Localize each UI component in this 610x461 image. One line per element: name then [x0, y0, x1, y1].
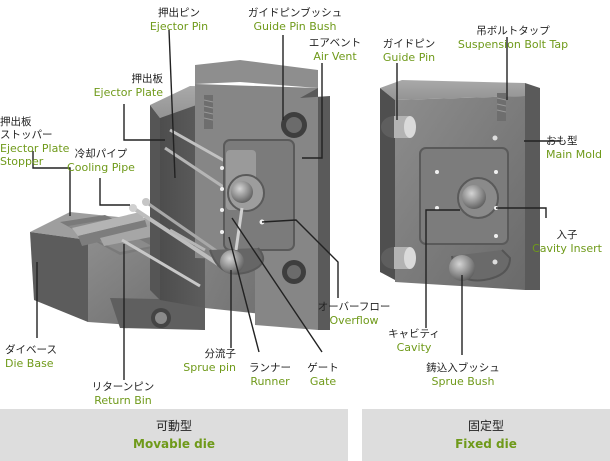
- gate-shape: [220, 166, 265, 234]
- label-cooling-pipe: 冷却パイプ Cooling Pipe: [62, 148, 140, 174]
- label-en: Suspension Bolt Tap: [457, 38, 569, 51]
- label-ejector-plate-stopper: 押出板 ストッパー Ejector Plate Stopper: [0, 116, 76, 168]
- label-sprue-pin: 分流子 Sprue pin: [160, 348, 236, 374]
- label-en: Ejector Pin: [149, 20, 209, 33]
- label-en: Main Mold: [546, 148, 603, 161]
- label-main-mold: おも型 Main Mold: [546, 135, 610, 161]
- label-jp: ガイドピン: [382, 38, 436, 50]
- label-sprue-bush: 鋳込入ブッシュ Sprue Bush: [418, 362, 508, 388]
- label-en: Return Bin: [94, 394, 152, 407]
- label-en: Cooling Pipe: [67, 161, 135, 174]
- label-en: Gate: [309, 375, 337, 388]
- caption-jp: 固定型: [467, 419, 504, 433]
- label-en: Guide Pin: [382, 51, 436, 64]
- label-en: Stopper: [0, 155, 44, 168]
- label-jp: ランナー: [249, 362, 291, 374]
- label-jp: ガイドピンブッシュ: [247, 7, 343, 19]
- label-ejector-plate: 押出板 Ejector Plate: [70, 73, 163, 99]
- label-jp: リターンピン: [91, 381, 155, 393]
- label-air-vent: エアベント Air Vent: [302, 37, 368, 63]
- label-jp: 押出ピン: [158, 7, 200, 19]
- label-jp: エアベント: [308, 37, 362, 49]
- label-jp: 入子: [556, 229, 578, 241]
- label-die-base: ダイベース Die Base: [5, 344, 75, 370]
- label-jp: 押出板: [0, 116, 32, 128]
- caption-fixed-die: 固定型 Fixed die: [362, 409, 610, 461]
- label-jp: 押出板: [131, 73, 164, 85]
- label-ejector-pin: 押出ピン Ejector Pin: [133, 7, 225, 33]
- label-en: Ejector Plate: [93, 86, 163, 99]
- caption-en: Fixed die: [455, 437, 517, 451]
- label-en: Air Vent: [313, 50, 357, 63]
- fixed-cavity-shape: [419, 147, 512, 282]
- label-jp: おも型: [546, 135, 578, 147]
- label-en: Overflow: [329, 314, 379, 327]
- label-en: Cavity Insert: [532, 242, 602, 255]
- threaded-hole-shape: [204, 95, 213, 129]
- label-en: Cavity: [396, 341, 432, 354]
- label-jp: ストッパー: [0, 129, 53, 141]
- label-jp: 鋳込入ブッシュ: [426, 362, 500, 374]
- guide-pin-shape: [381, 116, 416, 269]
- label-runner: ランナー Runner: [238, 362, 302, 388]
- label-return-bin: リターンピン Return Bin: [82, 381, 164, 407]
- label-jp: キャビティ: [388, 328, 440, 340]
- label-jp: オーバーフロー: [317, 301, 391, 313]
- label-cavity: キャビティ Cavity: [380, 328, 448, 354]
- label-jp: 分流子: [204, 348, 237, 360]
- label-en: Die Base: [5, 357, 54, 370]
- label-cavity-insert: 入子 Cavity Insert: [524, 229, 610, 255]
- label-en: Sprue pin: [183, 361, 236, 374]
- label-suspension-bolt-tap: 吊ボルトタップ Suspension Bolt Tap: [448, 25, 578, 51]
- cooling-pipe-shape: [128, 198, 220, 266]
- bolt-hole-icon: [155, 312, 167, 324]
- label-jp: 冷却パイプ: [74, 148, 128, 160]
- label-en: Sprue Bush: [431, 375, 495, 388]
- label-guide-pin: ガイドピン Guide Pin: [372, 38, 446, 64]
- label-jp: ゲート: [307, 362, 339, 374]
- suspension-bolt-tap-shape: [497, 93, 506, 121]
- label-en: Ejector Plate: [0, 142, 70, 155]
- label-jp: ダイベース: [5, 344, 57, 356]
- label-overflow: オーバーフロー Overflow: [306, 301, 402, 327]
- label-en: Guide Pin Bush: [253, 20, 337, 33]
- caption-movable-die: 可動型 Movable die: [0, 409, 348, 461]
- caption-jp: 可動型: [155, 419, 192, 433]
- label-gate: ゲート Gate: [302, 362, 344, 388]
- label-en: Runner: [250, 375, 290, 388]
- label-jp: 吊ボルトタップ: [476, 25, 550, 37]
- label-guide-pin-bush: ガイドピンブッシュ Guide Pin Bush: [240, 7, 350, 33]
- caption-en: Movable die: [133, 437, 215, 451]
- leader-lines: [32, 29, 561, 380]
- ejector-plate-stopper-shape: [72, 212, 156, 246]
